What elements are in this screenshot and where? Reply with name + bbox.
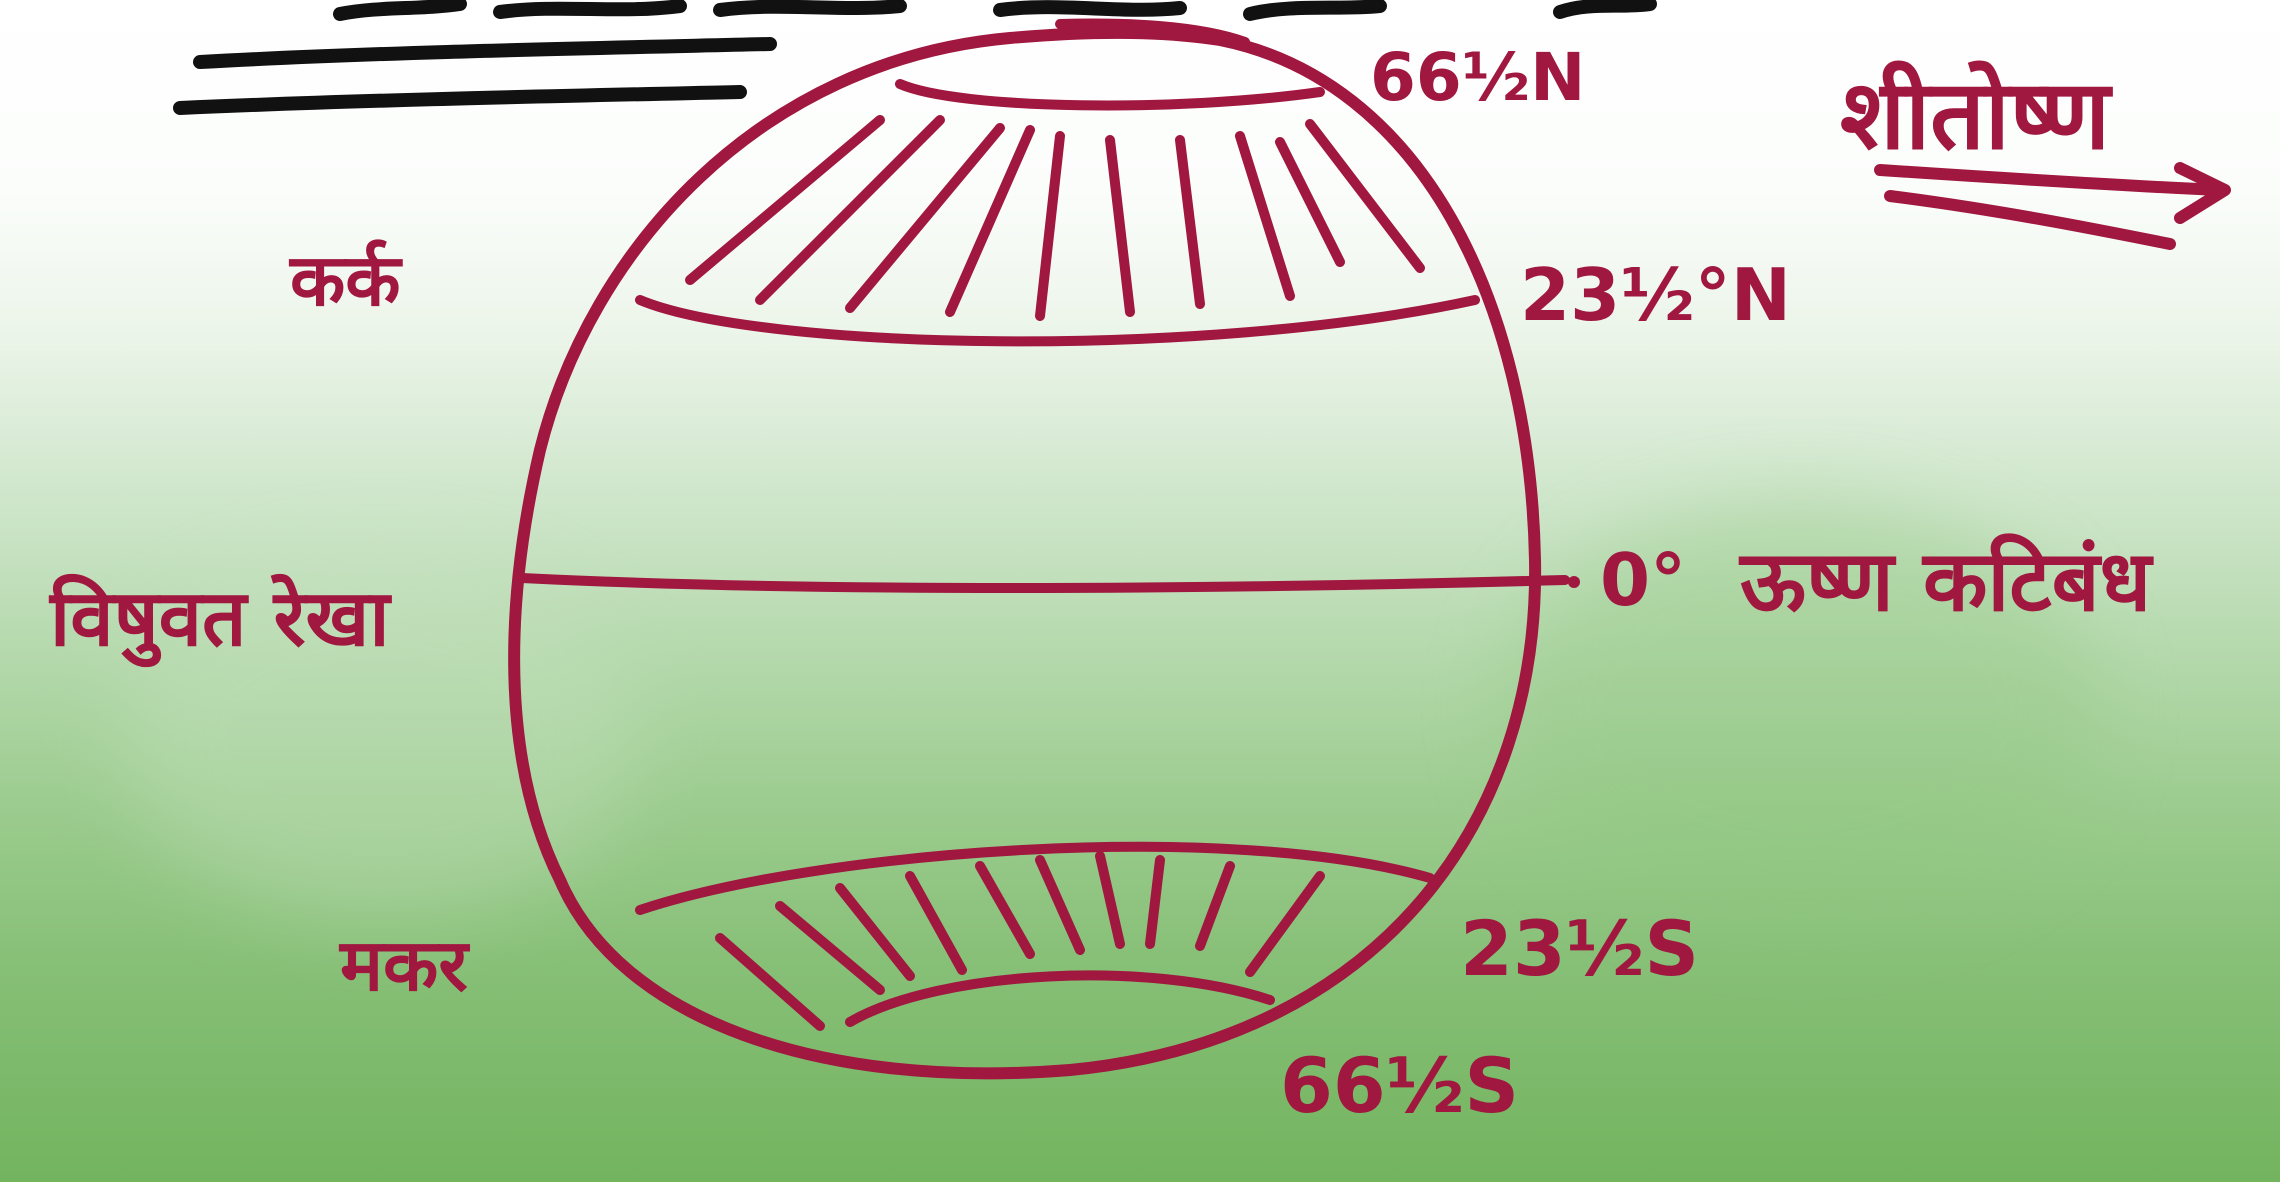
latitude-23n-label: 23½°N <box>1520 253 1791 337</box>
south-temperate-hatching <box>720 856 1320 1026</box>
temperate-underline-arrow <box>1890 196 2170 244</box>
zone-label: ऊष्ण कटिबंध <box>1738 532 2155 630</box>
globe-outline <box>514 33 1535 1073</box>
temperate-zone-label: शीतोष्ण <box>1840 59 2114 171</box>
latitude-66s-label: 66½S <box>1280 1041 1519 1130</box>
capricorn-label: मकर <box>338 923 470 1007</box>
cut-off-title <box>340 4 1650 14</box>
arctic-circle-line <box>900 84 1320 105</box>
temperate-underline-arrow <box>1880 170 2220 190</box>
equator-line <box>522 578 1565 588</box>
north-temperate-hatching <box>690 120 1420 316</box>
latitude-0-label: 0° <box>1600 538 1686 622</box>
cancer-label: कर्क <box>288 238 403 322</box>
tropic-of-capricorn-line <box>640 847 1430 910</box>
antarctic-circle-line <box>850 975 1270 1022</box>
equator-point <box>1568 576 1580 588</box>
heading-underline <box>180 92 740 108</box>
latitude-66n-label: 66½N <box>1370 39 1585 116</box>
latitude-23s-label: 23½S <box>1460 904 1699 993</box>
heading-underline <box>200 44 770 62</box>
equator-label: विषुवत रेखा <box>48 573 392 668</box>
tropic-of-cancer-line <box>640 300 1475 341</box>
